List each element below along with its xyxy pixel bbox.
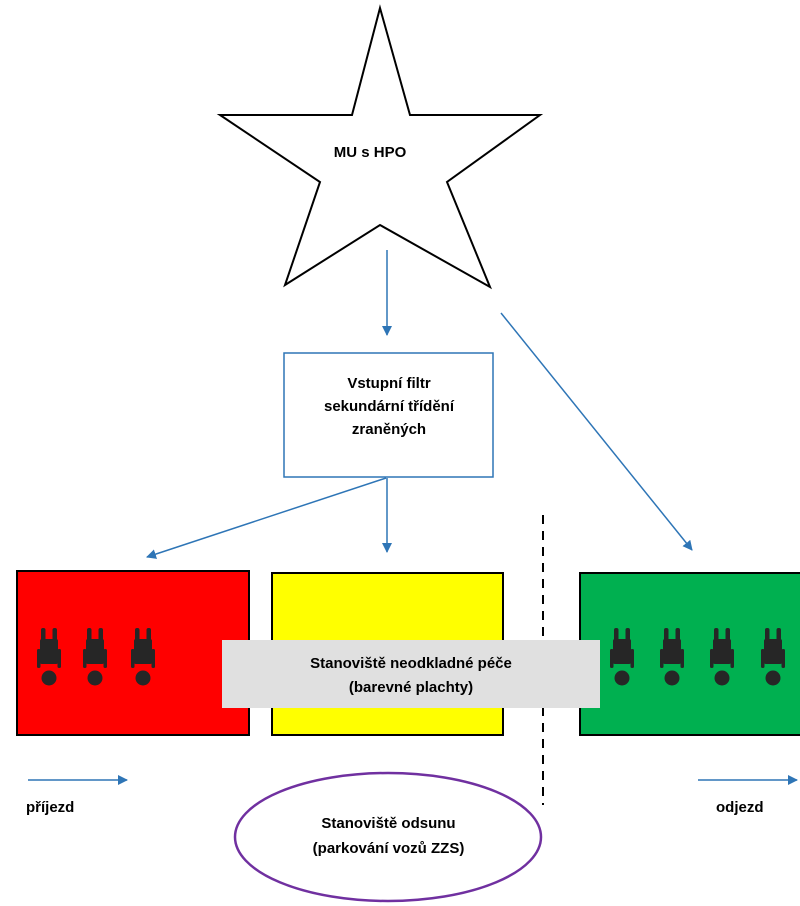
evacuation-ellipse (233, 771, 543, 903)
filter-line-3: zraněných (351, 421, 427, 438)
star-label: MU s HPO (333, 144, 407, 161)
banner-label: Stanoviště neodkladné péče (barevné plac… (222, 652, 600, 700)
banner-line-1: Stanoviště neodkladné péče (310, 655, 512, 672)
departure-label: odjezd (716, 799, 764, 816)
evacuation-label: Stanoviště odsunu (parkování vozů ZZS) (236, 811, 541, 861)
banner-line-2: (barevné plachty) (348, 679, 474, 696)
filter-line-1: Vstupní filtr (347, 375, 431, 392)
care-station-banner (222, 640, 600, 708)
evacuation-line-1: Stanoviště odsunu (321, 815, 456, 832)
filter-line-2: sekundární třídění (323, 398, 455, 415)
evacuation-line-2: (parkování vozů ZZS) (312, 840, 465, 857)
arrival-label: příjezd (26, 799, 75, 816)
arrow-star-to-green (500, 312, 693, 551)
incident-star (216, 4, 544, 290)
entry-filter-box (283, 352, 494, 478)
arrow-filter-to-red (146, 477, 387, 559)
filter-label: Vstupní filtr sekundární třídění zraněný… (284, 372, 494, 441)
